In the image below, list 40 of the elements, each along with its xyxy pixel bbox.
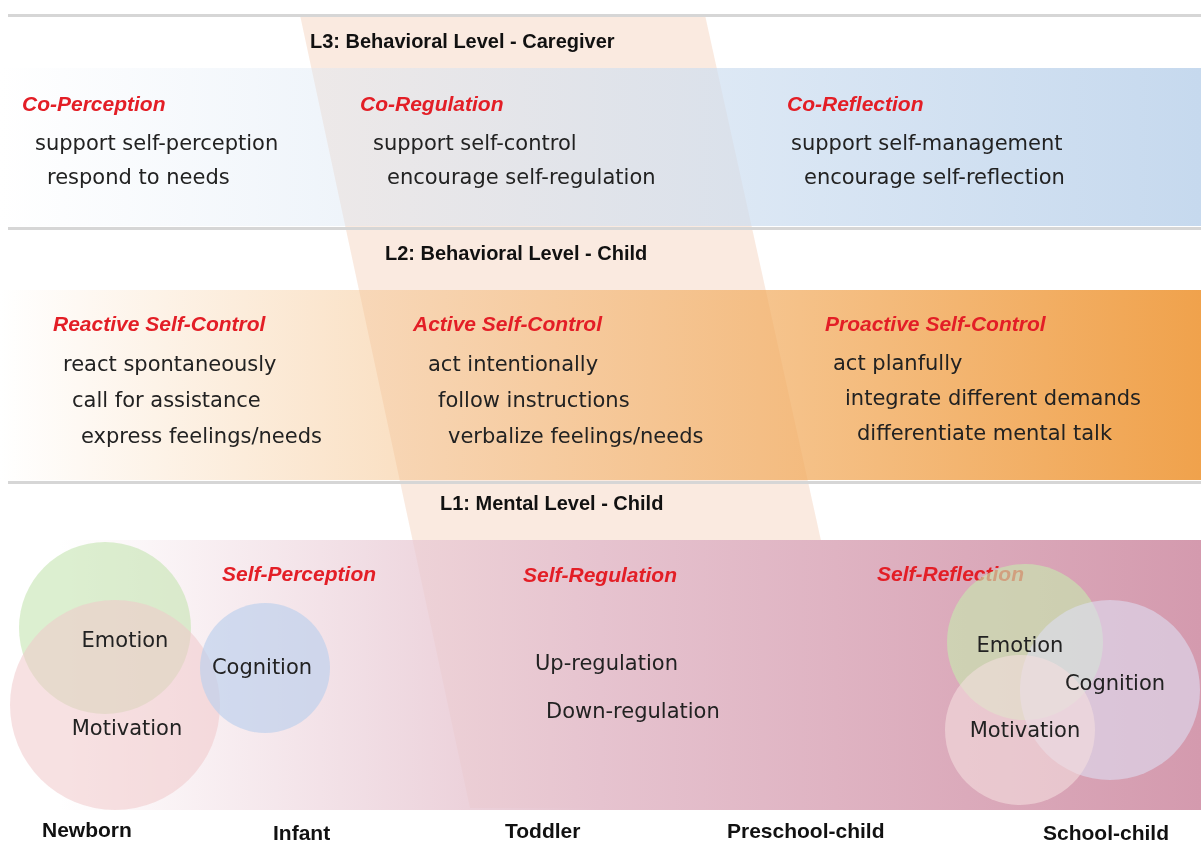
- body-text: express feelings/needs: [81, 423, 322, 450]
- circle-label: Cognition: [211, 655, 313, 679]
- body-text: respond to needs: [47, 164, 230, 191]
- section-heading: Self-Regulation: [523, 563, 677, 587]
- body-text: integrate different demands: [845, 385, 1141, 412]
- section-heading: Active Self-Control: [413, 312, 603, 336]
- age-label: Newborn: [42, 818, 132, 842]
- body-text: support self-management: [791, 130, 1063, 157]
- age-label: School-child: [1043, 821, 1169, 845]
- body-text: verbalize feelings/needs: [448, 423, 704, 450]
- body-text: encourage self-regulation: [387, 164, 656, 191]
- age-label: Toddler: [505, 819, 581, 843]
- body-text: support self-control: [373, 130, 577, 157]
- section-heading: Reactive Self-Control: [53, 312, 266, 336]
- body-text: encourage self-reflection: [804, 164, 1065, 191]
- circle-label: Emotion: [976, 633, 1064, 657]
- body-text: Up-regulation: [535, 650, 678, 677]
- level-heading: L1: Mental Level - Child: [440, 492, 664, 515]
- level-heading: L2: Behavioral Level - Child: [385, 242, 648, 265]
- body-text: support self-perception: [35, 130, 279, 157]
- section-heading: Co-Regulation: [360, 92, 504, 116]
- body-text: react spontaneously: [63, 351, 277, 378]
- level-heading: L3: Behavioral Level - Caregiver: [310, 30, 615, 53]
- circle-label: Motivation: [969, 718, 1081, 742]
- section-heading: Self-Perception: [222, 562, 377, 586]
- body-text: act planfully: [833, 350, 963, 377]
- circle-label: Emotion: [81, 628, 169, 652]
- circle-label: Motivation: [71, 716, 183, 740]
- circle-label: Cognition: [1064, 671, 1166, 695]
- section-heading: Self-Reflection: [877, 562, 1025, 586]
- body-text: act intentionally: [428, 351, 599, 378]
- body-text: follow instructions: [438, 387, 630, 414]
- age-label: Infant: [273, 821, 331, 845]
- section-heading: Co-Perception: [22, 92, 166, 116]
- age-label: Preschool-child: [727, 819, 885, 843]
- section-heading: Co-Reflection: [787, 92, 924, 116]
- body-text: call for assistance: [72, 387, 261, 414]
- section-heading: Proactive Self-Control: [825, 312, 1046, 336]
- body-text: differentiate mental talk: [857, 420, 1113, 447]
- body-text: Down-regulation: [546, 698, 720, 725]
